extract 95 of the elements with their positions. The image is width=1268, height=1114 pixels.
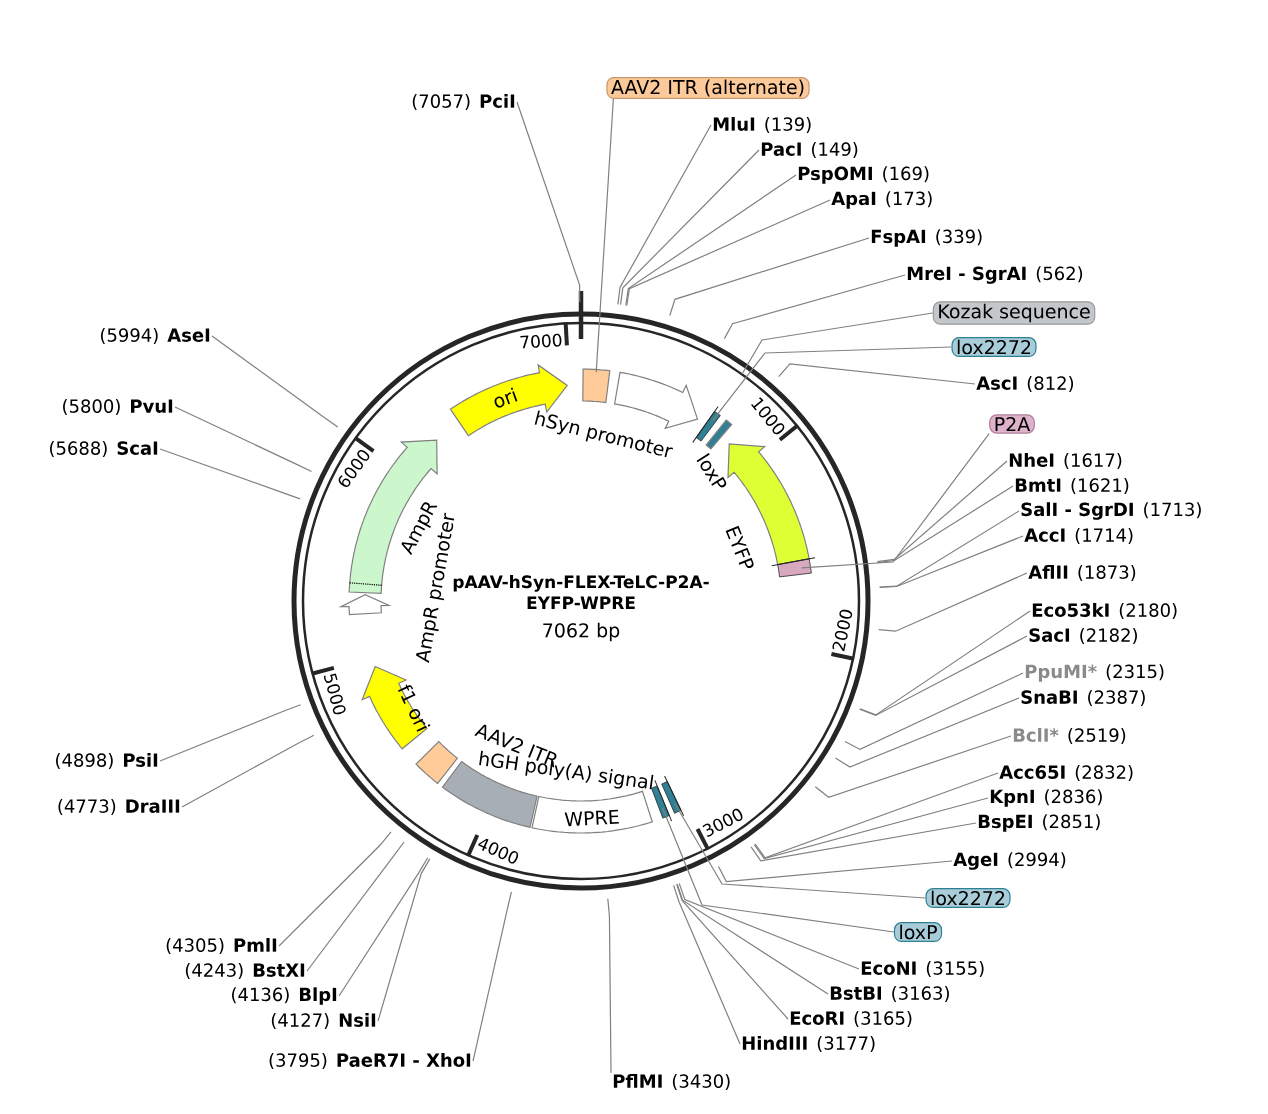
site-label: MreI - SgrAI (562) (907, 266, 1083, 284)
site-label: (5800) PvuI (63, 399, 173, 415)
feature-segment: f1 ori (361, 665, 431, 750)
site-label: PacI (149) (761, 142, 858, 158)
site-label: EcoRI (3165) (790, 1011, 912, 1027)
leader-line (876, 460, 1008, 563)
leader-line (676, 883, 829, 995)
site-label: AflII (1873) (1028, 565, 1136, 582)
leader-line (595, 98, 614, 373)
leader-line (516, 101, 581, 303)
site-label: PflMI (3430) (613, 1074, 730, 1091)
leader-line (754, 772, 999, 859)
site-label: BclI* (2519) (1013, 728, 1126, 745)
leader-line (814, 735, 1012, 798)
leader-line (662, 807, 895, 933)
site-label: (4898) PsiI (56, 753, 158, 770)
site-label: EcoNI (3155) (861, 961, 984, 977)
site-label: (4305) PmlI (166, 938, 277, 955)
feature-callout: lox2272 (925, 888, 1011, 908)
site-label: MluI (139) (713, 117, 811, 133)
feature-callout: AAV2 ITR (alternate) (606, 76, 810, 100)
leader-line (712, 346, 953, 421)
tick-label: 2000 (832, 609, 853, 652)
leader-line (876, 485, 1014, 564)
site-label: AscI (812) (976, 376, 1074, 392)
leader-line (844, 672, 1024, 751)
tick-label: 7000 (520, 333, 562, 349)
feature-callout: loxP (893, 922, 943, 942)
leader-line (741, 312, 934, 375)
site-label: SnaBI (2387) (1021, 690, 1145, 706)
leader-line (607, 898, 612, 1074)
site-label: Eco53kI (2180) (1032, 603, 1177, 620)
site-label: BstBI (3163) (830, 986, 949, 1002)
leader-line (211, 335, 339, 428)
feature-callout: lox2272 (951, 337, 1037, 357)
site-label: ApaI (173) (831, 191, 932, 209)
leader-line (306, 841, 405, 972)
feature-callout: P2A (989, 414, 1035, 434)
site-label: NheI (1617) (1009, 453, 1122, 470)
map-title: pAAV-hSyn-FLEX-TeLC-P2A-EYFP-WPRE (453, 575, 709, 609)
site-label: PpuMI* (2315) (1025, 664, 1164, 682)
site-label: (7057) PciI (412, 94, 515, 110)
leader-line (859, 610, 1031, 716)
site-label: (4773) DraIII (58, 799, 180, 815)
site-label: BspEI (2851) (978, 814, 1100, 832)
leader-line (778, 363, 976, 385)
feature-box (582, 368, 611, 404)
leader-line (750, 822, 977, 862)
leader-line (717, 860, 953, 883)
leader-line (619, 149, 760, 306)
leader-line (723, 274, 906, 340)
tick-label: 4000 (478, 838, 519, 864)
leader-line (753, 797, 989, 860)
leader-line (278, 831, 392, 947)
site-label: FspAI (339) (871, 229, 982, 247)
site-label: BmtI (1621) (1015, 478, 1129, 494)
site-label: SacI (2182) (1029, 628, 1137, 644)
site-label: AgeI (2994) (953, 852, 1066, 870)
leader-line (878, 572, 1028, 632)
leader-line (626, 199, 831, 307)
leader-line (625, 174, 797, 306)
site-label: (4136) BlpI (232, 987, 337, 1005)
leader-line (674, 802, 927, 899)
site-label: (5994) AseI (100, 328, 210, 344)
leader-line (678, 882, 860, 970)
leader-line (859, 635, 1028, 717)
leader-line (879, 535, 1024, 588)
leader-line (472, 891, 512, 1062)
leader-line (377, 858, 431, 1022)
leader-line (669, 237, 870, 317)
site-label: AccI (1714) (1024, 528, 1133, 544)
leader-line (879, 510, 1020, 588)
leader-line (617, 124, 712, 305)
leader-line (181, 734, 315, 808)
leader-line (338, 857, 429, 997)
site-label: (4243) BstXI (185, 963, 305, 979)
site-label: SalI - SgrDI (1713) (1021, 502, 1201, 520)
leader-line (174, 406, 313, 473)
leader-line (676, 883, 789, 1020)
site-label: Acc65I (2832) (999, 765, 1133, 781)
site-label: HindIII (3177) (742, 1036, 875, 1053)
leader-line (159, 704, 302, 762)
site-label: KpnI (2836) (990, 789, 1102, 807)
site-label: (3795) PaeR7I - XhoI (269, 1053, 471, 1070)
feature-bar (771, 557, 816, 578)
leader-line (159, 448, 301, 500)
site-label: (5688) ScaI (50, 441, 158, 457)
site-label: PspOMI (169) (798, 166, 929, 184)
leader-line (673, 884, 741, 1045)
tick-label: 5000 (324, 673, 346, 715)
leader-line (801, 433, 990, 569)
sequence-length: 7062 bp (543, 622, 620, 642)
leader-line (834, 697, 1020, 768)
site-label: (4127) NsiI (271, 1013, 376, 1030)
feature-callout: Kozak sequence (932, 301, 1096, 325)
